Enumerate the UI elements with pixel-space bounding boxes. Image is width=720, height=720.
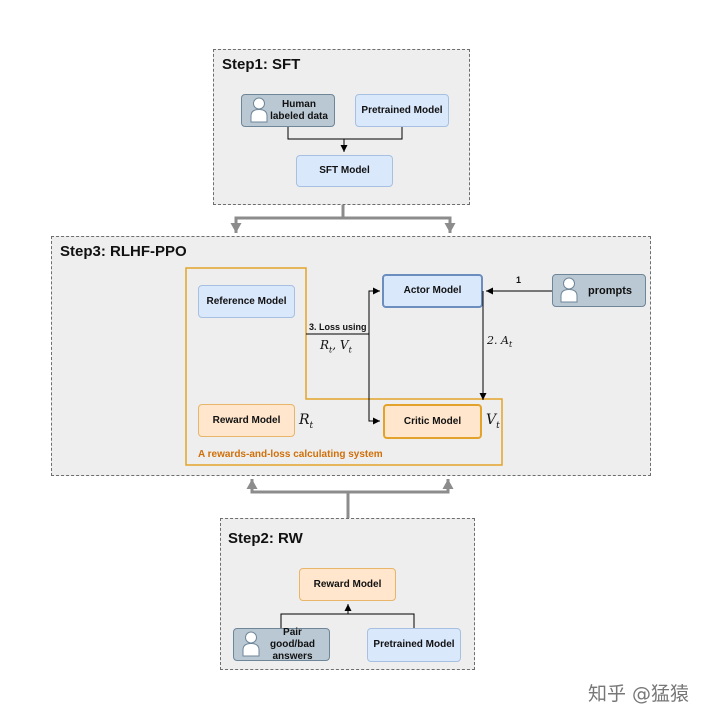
- step1-title: Step1: SFT: [222, 56, 301, 73]
- reference-model-node[interactable]: Reference Model: [198, 285, 295, 318]
- critic-model-label: Critic Model: [403, 415, 462, 427]
- reward-model-label: Reward Model: [212, 414, 281, 426]
- pair-answers-label: Pair good/bad answers: [270, 626, 315, 662]
- flow-arrow-step2-to-step3: [348, 479, 454, 494]
- edge-label-loss: 3. Loss using: [309, 322, 367, 332]
- reward-model-node-step3[interactable]: Reward Model: [198, 404, 295, 437]
- person-icon: [242, 631, 260, 657]
- pretrained-model-node-step2[interactable]: Pretrained Model: [367, 628, 461, 662]
- person-icon: [560, 277, 578, 303]
- sft-model-label: SFT Model: [319, 165, 370, 176]
- reward-symbol: Rt: [299, 412, 314, 431]
- step3-title: Step3: RLHF-PPO: [60, 243, 187, 260]
- prompts-label: prompts: [588, 284, 632, 297]
- flow-arrow-step1-to-step3: [343, 216, 456, 233]
- flow-arrow-step1-to-step3: [230, 205, 345, 233]
- person-icon: [250, 97, 268, 123]
- actor-model-label: Actor Model: [403, 285, 462, 296]
- reward-model-label: Reward Model: [313, 578, 382, 590]
- pretrained-model-label: Pretrained Model: [361, 104, 443, 116]
- pretrained-model-node-step1[interactable]: Pretrained Model: [355, 94, 449, 127]
- pretrained-model-label: Pretrained Model: [373, 639, 455, 650]
- edge-label-advantage: 2. At: [487, 334, 513, 350]
- reward-model-node-step2[interactable]: Reward Model: [299, 568, 396, 601]
- flow-arrow-step2-to-step3: [246, 479, 350, 518]
- reference-model-label: Reference Model: [206, 295, 287, 307]
- critic-symbol: Vt: [486, 412, 500, 431]
- system-label: A rewards-and-loss calculating system: [198, 449, 383, 460]
- sft-model-node[interactable]: SFT Model: [296, 155, 393, 187]
- step3-panel: [51, 236, 651, 476]
- critic-model-node[interactable]: Critic Model: [383, 404, 482, 439]
- edge-label-prompts: 1: [516, 275, 522, 285]
- actor-model-node[interactable]: Actor Model: [382, 274, 483, 308]
- human-labeled-data-label: Human labeled data: [270, 98, 328, 122]
- watermark: 知乎 @猛猿: [588, 683, 690, 705]
- step2-title: Step2: RW: [228, 530, 303, 547]
- edge-label-loss-vars: Rt, Vt: [320, 338, 352, 355]
